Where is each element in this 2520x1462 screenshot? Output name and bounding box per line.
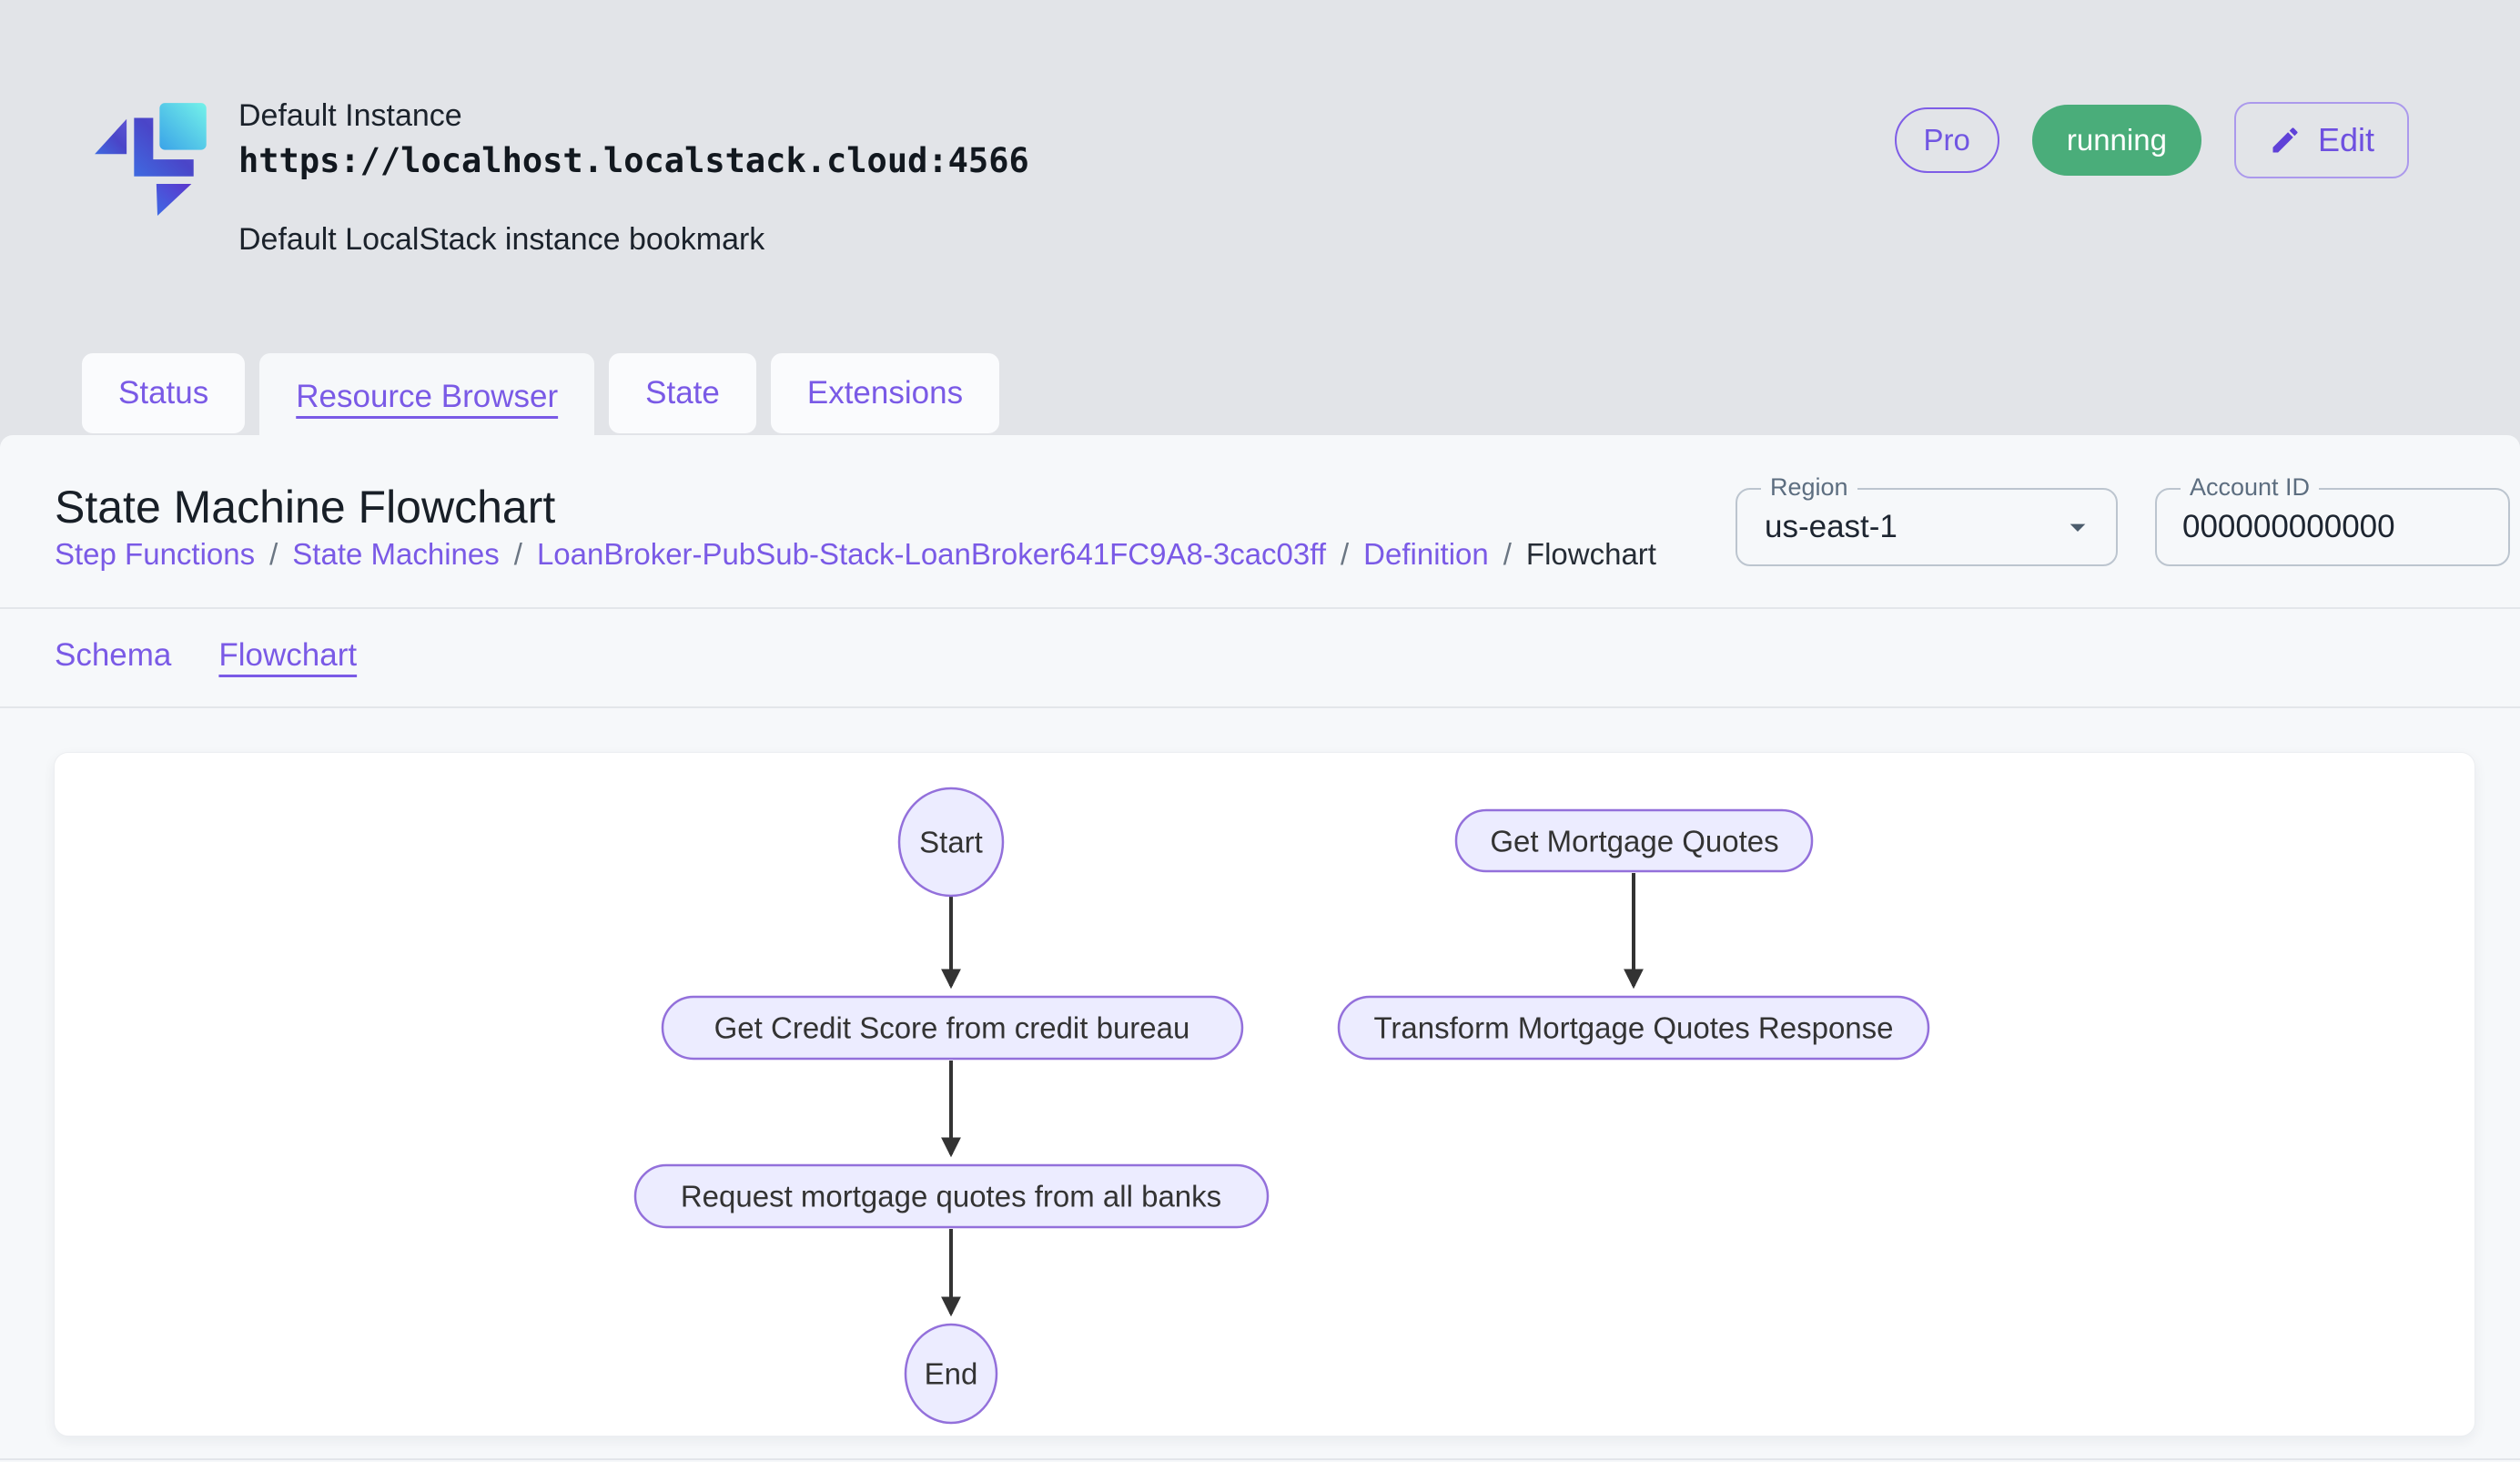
status-badge: running: [2031, 105, 2201, 176]
logo-triangle-left: [95, 118, 127, 155]
breadcrumb-definition[interactable]: Definition: [1363, 537, 1489, 571]
edit-button-label: Edit: [2317, 121, 2374, 158]
tab-resource-browser-label: Resource Browser: [296, 379, 559, 414]
node-start-label: Start: [919, 826, 983, 859]
page-title: State Machine Flowchart: [55, 482, 556, 533]
region-select[interactable]: Region us-east-1: [1736, 473, 2118, 566]
node-get-mortgage-quotes-label: Get Mortgage Quotes: [1490, 825, 1778, 858]
divider: [0, 607, 2520, 609]
state-machine-flowchart: Start Get Credit Score from credit burea…: [633, 787, 1930, 1425]
flowchart-node-transform-response: Transform Mortgage Quotes Response: [1337, 995, 1930, 1061]
edit-button[interactable]: Edit: [2233, 102, 2409, 178]
flowchart-node-start: Start: [897, 787, 1005, 898]
breadcrumb-separator: /: [269, 537, 278, 571]
breadcrumb-state-machines[interactable]: State Machines: [292, 537, 500, 571]
tab-state[interactable]: State: [609, 353, 756, 433]
divider: [0, 706, 2520, 708]
subnav-schema[interactable]: Schema: [55, 637, 172, 673]
divider: [0, 1458, 2520, 1460]
breadcrumb-step-functions[interactable]: Step Functions: [55, 537, 256, 571]
definition-subnav: Schema Flowchart: [55, 637, 357, 674]
account-id-input[interactable]: [2157, 490, 2508, 564]
instance-url: https://localhost.localstack.cloud:4566: [238, 141, 1029, 180]
breadcrumb: Step Functions / State Machines / LoanBr…: [55, 537, 1693, 572]
node-get-credit-score-label: Get Credit Score from credit bureau: [714, 1011, 1190, 1045]
tab-status[interactable]: Status: [82, 353, 246, 433]
instance-info: Default Instance https://localhost.local…: [238, 98, 1029, 258]
pencil-icon: [2272, 127, 2298, 153]
resource-browser-panel: State Machine Flowchart Step Functions /…: [0, 435, 2520, 1462]
breadcrumb-separator: /: [1503, 537, 1512, 571]
subnav-flowchart[interactable]: Flowchart: [218, 637, 358, 673]
instance-header: Default Instance https://localhost.local…: [0, 0, 2520, 435]
localstack-logo-icon: [95, 103, 207, 216]
tab-resource-browser[interactable]: Resource Browser: [259, 353, 595, 441]
tab-extensions[interactable]: Extensions: [770, 353, 1000, 433]
flowchart-card: Start Get Credit Score from credit burea…: [54, 752, 2475, 1437]
flowchart-node-get-mortgage-quotes: Get Mortgage Quotes: [1454, 808, 1814, 873]
account-id-field: Account ID: [2155, 473, 2510, 566]
instance-tabs: Status Resource Browser State Extensions: [82, 353, 1000, 441]
flowchart-node-end: End: [904, 1323, 998, 1425]
logo-triangle-bottom: [156, 183, 192, 216]
pro-badge: Pro: [1894, 107, 1999, 173]
node-request-quotes-label: Request mortgage quotes from all banks: [681, 1180, 1221, 1213]
logo-l-shape: [134, 117, 194, 177]
breadcrumb-separator: /: [1341, 537, 1350, 571]
instance-description: Default LocalStack instance bookmark: [238, 222, 765, 257]
flowchart-node-get-credit-score: Get Credit Score from credit bureau: [661, 995, 1244, 1061]
chevron-down-icon: [2070, 523, 2086, 532]
tab-extensions-label: Extensions: [806, 375, 964, 411]
breadcrumb-separator: /: [513, 537, 522, 571]
tab-status-label: Status: [118, 375, 209, 411]
header-actions: Pro running Edit: [1894, 102, 2409, 178]
region-select-value: us-east-1: [1765, 509, 1898, 544]
tab-state-label: State: [645, 375, 720, 411]
flowchart-node-request-quotes: Request mortgage quotes from all banks: [633, 1163, 1270, 1229]
node-transform-response-label: Transform Mortgage Quotes Response: [1373, 1011, 1893, 1045]
region-select-label: Region: [1761, 473, 1857, 502]
node-end-label: End: [925, 1357, 978, 1391]
breadcrumb-state-machine-name[interactable]: LoanBroker-PubSub-Stack-LoanBroker641FC9…: [536, 537, 1326, 571]
logo-square: [159, 103, 207, 150]
instance-name: Default Instance: [238, 98, 462, 133]
breadcrumb-flowchart-current: Flowchart: [1525, 537, 1656, 571]
